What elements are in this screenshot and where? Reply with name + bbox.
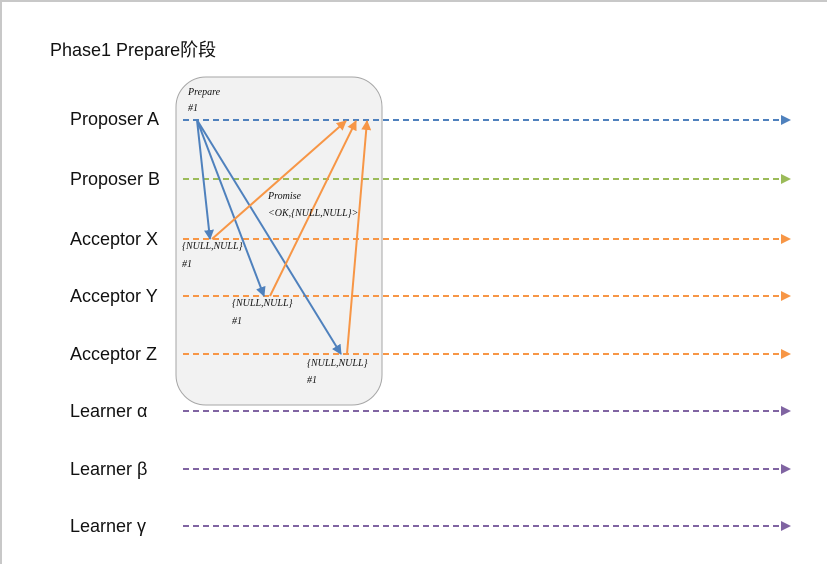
participant-label-learner-beta: Learner β bbox=[70, 459, 148, 479]
promise-label: Promise bbox=[267, 191, 302, 202]
participant-label-acceptor-x: Acceptor X bbox=[70, 229, 159, 249]
acceptor-z-number: #1 bbox=[307, 375, 317, 386]
diagram-title: Phase1 Prepare阶段 bbox=[50, 40, 217, 60]
promise-arrow-from-y bbox=[269, 120, 357, 297]
prepare-arrow-to-z bbox=[196, 119, 342, 355]
participant-label-learner-gamma: Learner γ bbox=[70, 516, 147, 536]
prepare-arrow-to-x bbox=[196, 119, 214, 240]
acceptor-x-value: {NULL,NULL} bbox=[182, 241, 243, 252]
prepare-label: Prepare bbox=[187, 87, 221, 98]
participant-label-learner-alpha: Learner α bbox=[70, 401, 148, 421]
promise-value: <OK,{NULL,NULL}> bbox=[268, 208, 358, 219]
prepare-arrow-to-y bbox=[196, 119, 266, 297]
prepare-number: #1 bbox=[188, 103, 198, 114]
participant-label-proposer-b: Proposer B bbox=[70, 169, 161, 189]
participant-label-proposer-a: Proposer A bbox=[70, 109, 160, 129]
acceptor-x-number: #1 bbox=[182, 259, 192, 270]
acceptor-y-value: {NULL,NULL} bbox=[232, 298, 293, 309]
phase1-box bbox=[175, 76, 383, 406]
acceptor-y-number: #1 bbox=[232, 316, 242, 327]
acceptor-z-value: {NULL,NULL} bbox=[307, 358, 368, 369]
promise-arrow-from-z bbox=[346, 120, 372, 355]
participant-label-acceptor-y: Acceptor Y bbox=[70, 286, 158, 306]
promise-arrow-from-x bbox=[211, 120, 347, 240]
participant-label-acceptor-z: Acceptor Z bbox=[70, 344, 158, 364]
